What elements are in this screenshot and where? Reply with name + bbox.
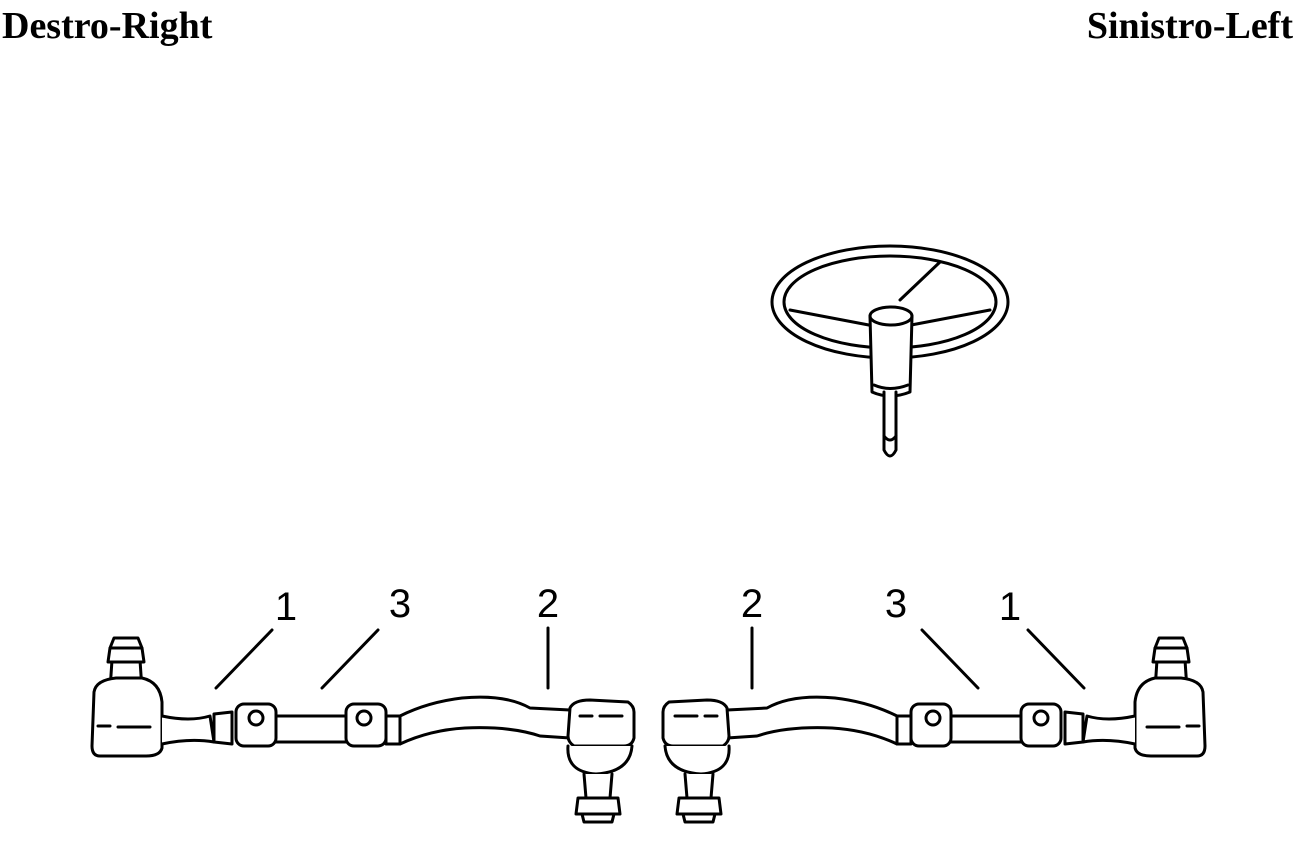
callout-left-1: 1: [999, 585, 1021, 629]
callout-left-2: 2: [741, 582, 763, 626]
steering-wheel: [770, 244, 1010, 458]
callout-right-1: 1: [275, 585, 297, 629]
leader-lines: [214, 626, 1086, 690]
heading-right-side: Destro-Right: [2, 5, 213, 47]
heading-left-side: Sinistro-Left: [1086, 5, 1293, 47]
callout-right-2: 2: [537, 582, 559, 626]
callout-left-3: 3: [885, 582, 907, 626]
tie-rod-left: [661, 636, 1207, 824]
tie-rod-right: [90, 636, 636, 824]
callout-right-3: 3: [389, 582, 411, 626]
